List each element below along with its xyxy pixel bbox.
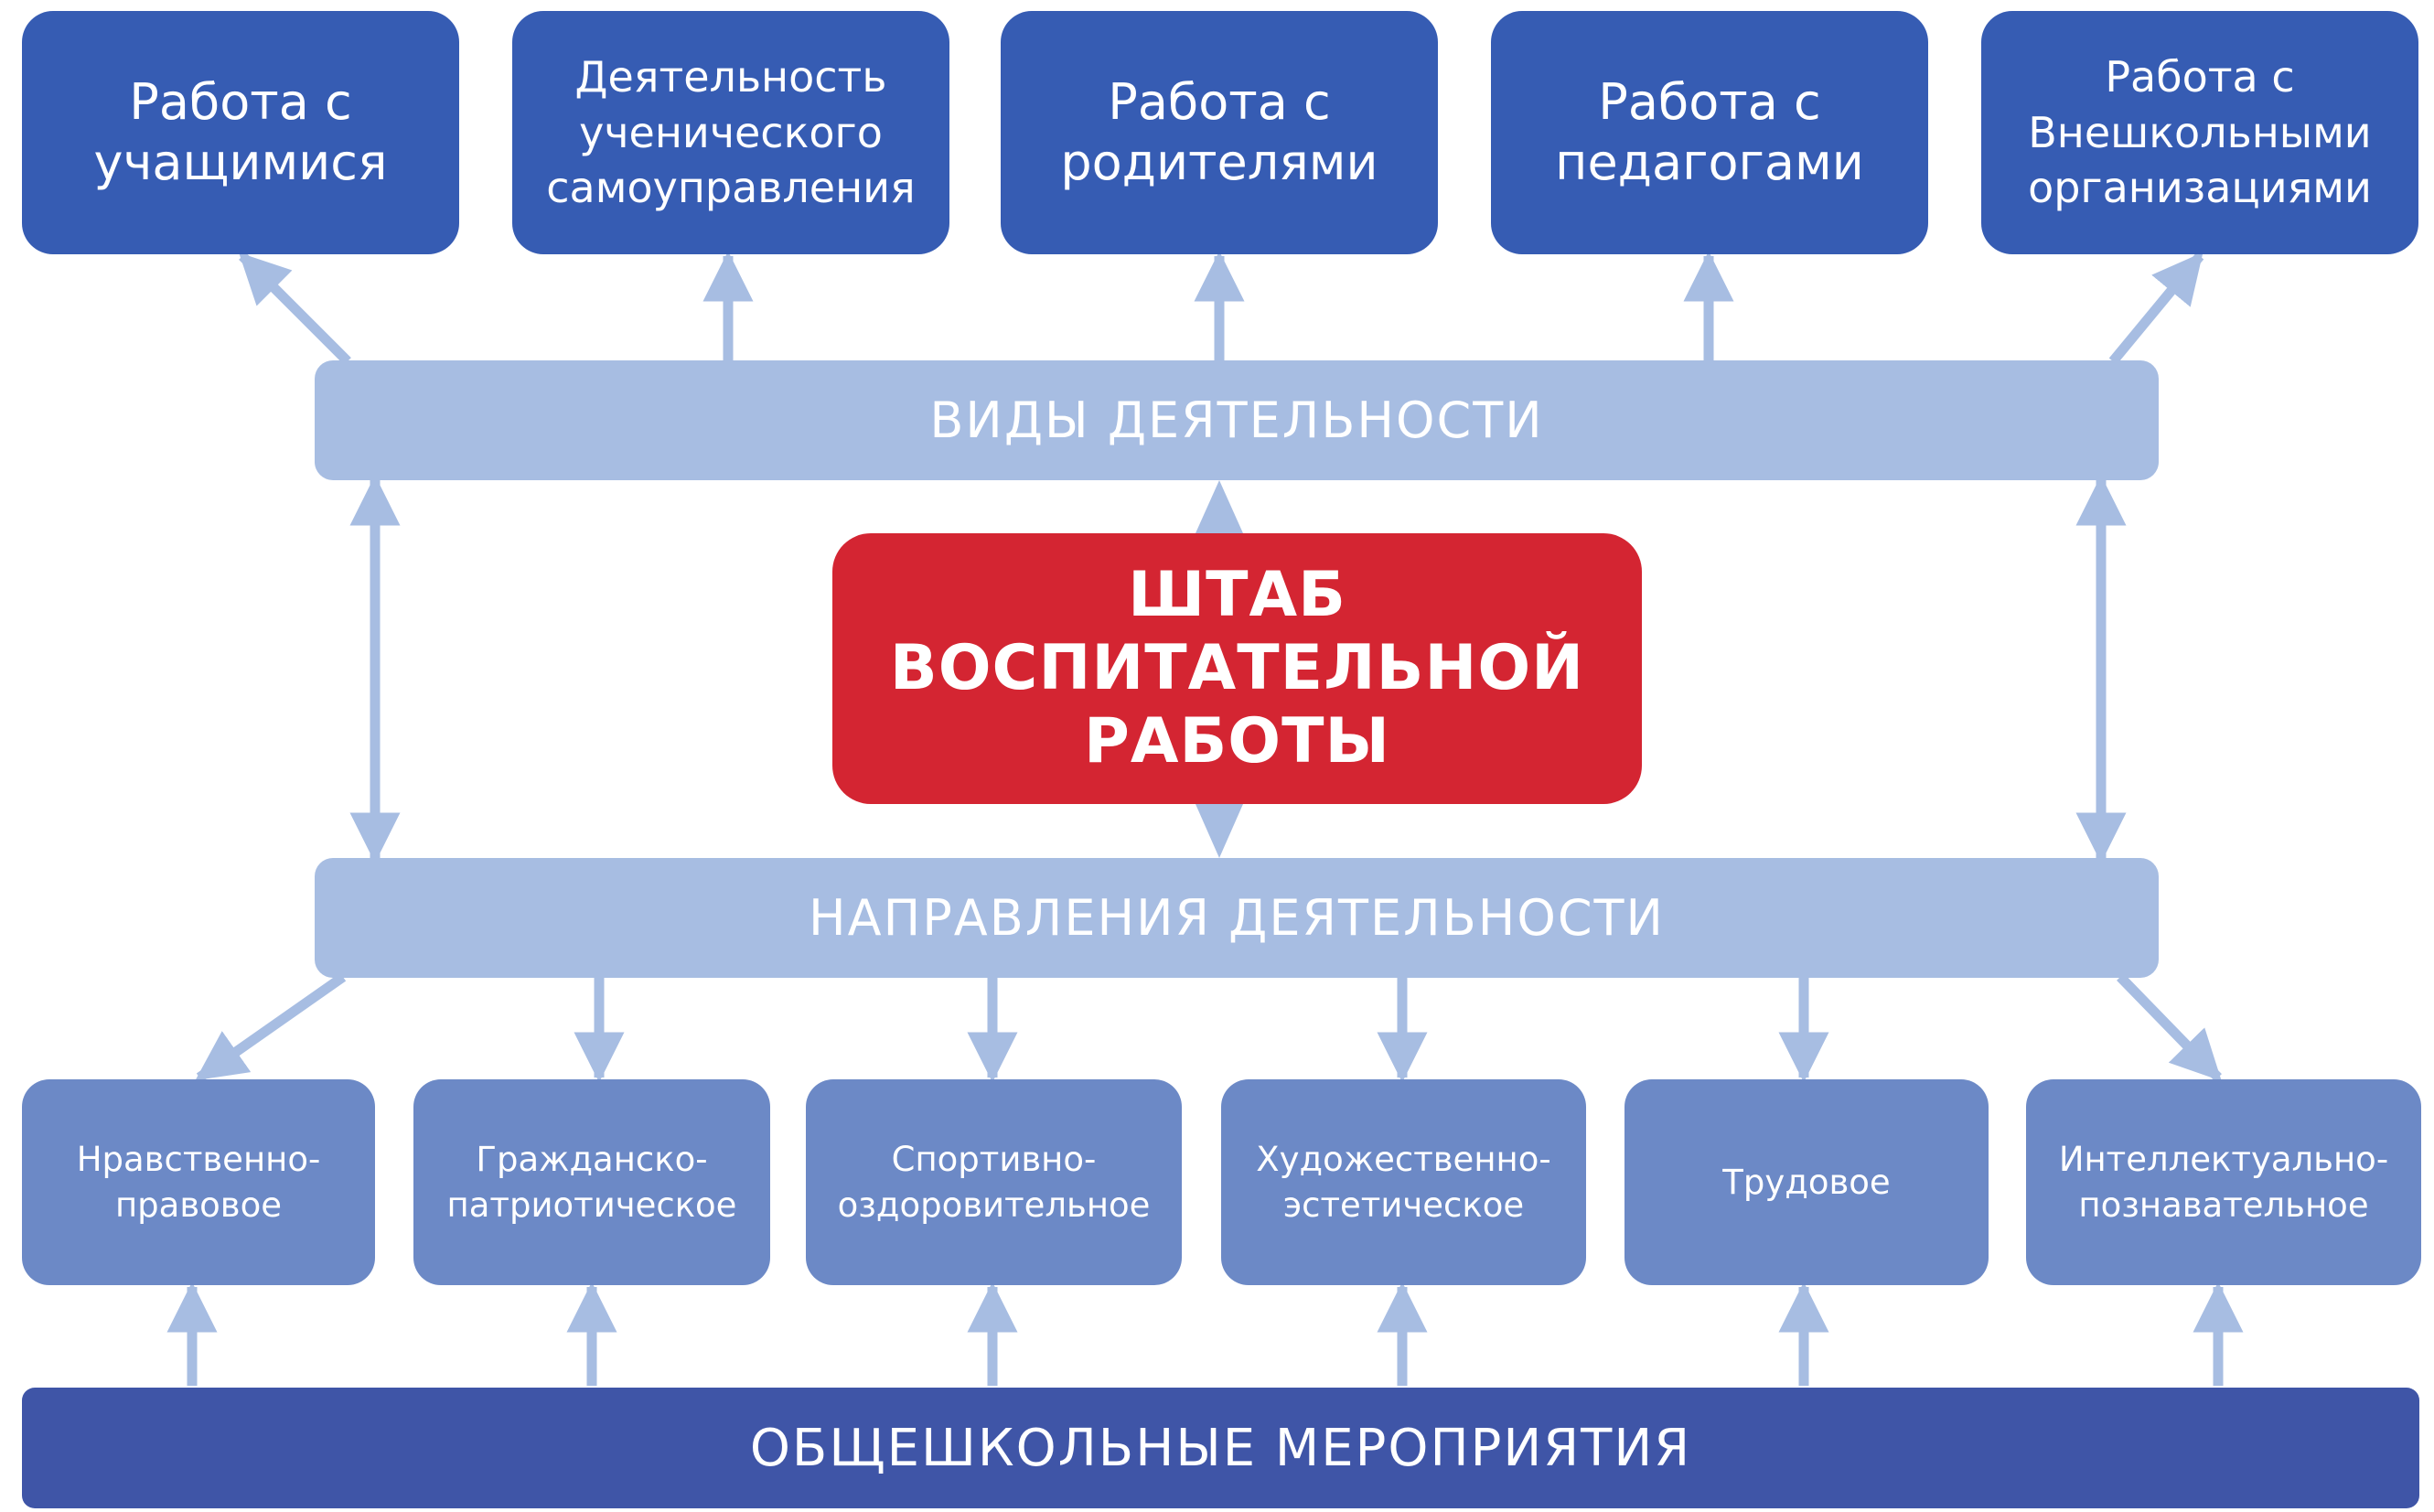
- box-direction-labor: Трудовое: [1624, 1079, 1989, 1285]
- box-student-self-government: Деятельность ученического самоуправления: [512, 11, 949, 254]
- arrow-hq-down: [1196, 804, 1243, 858]
- band-activity-types: ВИДЫ ДЕЯТЕЛЬНОСТИ: [315, 360, 2159, 480]
- box-work-with-parents: Работа с родителями: [1001, 11, 1438, 254]
- arrow-dir-to-moral: [195, 972, 347, 1082]
- arrow-hq-up: [1196, 480, 1243, 533]
- box-direction-intellectual-cognitive: Интеллектуально- познавательное: [2026, 1079, 2421, 1285]
- arrow-types-to-students: [239, 252, 351, 365]
- arrow-dir-to-intellect: [2117, 973, 2222, 1081]
- box-direction-artistic-aesthetic: Художественно- эстетическое: [1221, 1079, 1586, 1285]
- box-headquarters: ШТАБ ВОСПИТАТЕЛЬНОЙ РАБОТЫ: [832, 533, 1642, 804]
- box-direction-sport-health: Спортивно- оздоровительное: [806, 1079, 1182, 1285]
- box-direction-civic-patriotic: Гражданско- патриотическое: [413, 1079, 770, 1285]
- band-activity-directions: НАПРАВЛЕНИЯ ДЕЯТЕЛЬНОСТИ: [315, 858, 2159, 978]
- box-work-with-organizations: Работа с Внешкольными организациями: [1981, 11, 2418, 254]
- box-work-with-students: Работа с учащимися: [22, 11, 459, 254]
- box-work-with-teachers: Работа с педагогами: [1491, 11, 1928, 254]
- arrow-types-to-organizations: [2108, 252, 2204, 365]
- box-direction-moral-legal: Нравственно- правовое: [22, 1079, 375, 1285]
- box-school-wide-events: ОБЩЕШКОЛЬНЫЕ МЕРОПРИЯТИЯ: [22, 1388, 2419, 1508]
